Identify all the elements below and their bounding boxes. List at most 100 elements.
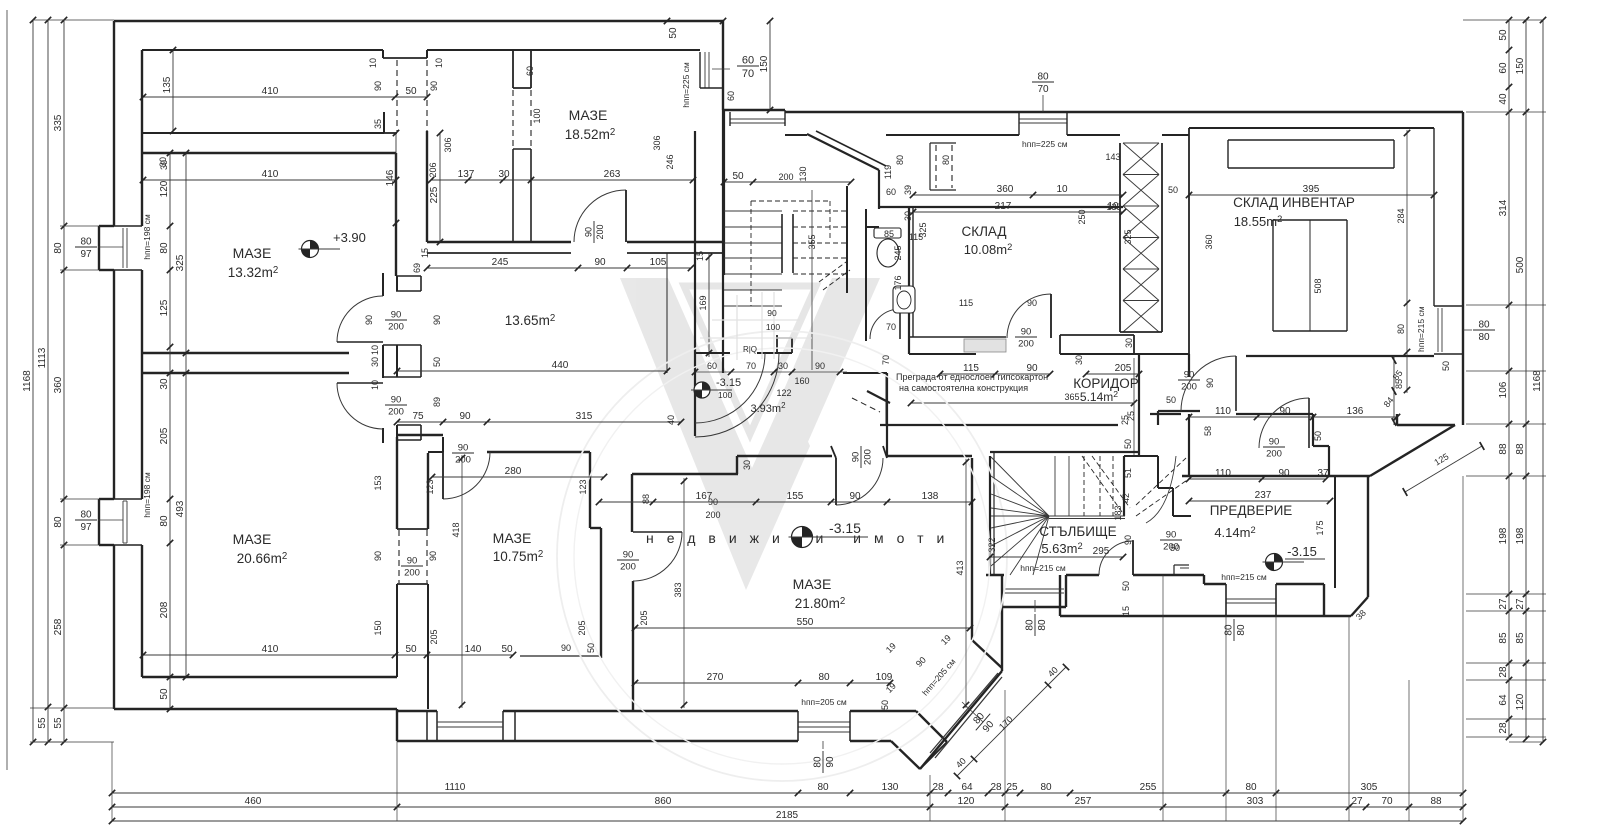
svg-text:80: 80 (1478, 332, 1490, 343)
svg-text:245: 245 (893, 245, 903, 260)
svg-text:1168: 1168 (22, 370, 33, 392)
svg-text:322: 322 (987, 537, 997, 552)
svg-text:325: 325 (175, 254, 186, 271)
svg-text:50: 50 (1121, 581, 1131, 591)
svg-text:250: 250 (1077, 209, 1087, 224)
svg-text:70: 70 (1037, 84, 1049, 95)
svg-text:28: 28 (990, 782, 1002, 793)
svg-text:550: 550 (797, 617, 814, 628)
svg-text:90: 90 (364, 315, 374, 325)
svg-text:133: 133 (1106, 202, 1121, 212)
svg-text:28: 28 (932, 782, 944, 793)
svg-text:70: 70 (886, 322, 896, 332)
svg-text:70: 70 (881, 355, 891, 365)
svg-text:138: 138 (922, 491, 939, 502)
svg-text:90: 90 (594, 257, 606, 268)
svg-text:1110: 1110 (445, 782, 466, 793)
svg-text:115: 115 (959, 298, 973, 308)
svg-text:418: 418 (451, 522, 461, 537)
svg-text:90: 90 (1123, 535, 1133, 545)
svg-text:hпп=225 см: hпп=225 см (1022, 139, 1068, 149)
svg-text:27: 27 (1498, 598, 1509, 610)
svg-text:70: 70 (1381, 796, 1393, 807)
svg-text:303: 303 (1247, 796, 1264, 807)
svg-text:97: 97 (80, 522, 92, 533)
svg-text:25: 25 (1126, 411, 1136, 421)
svg-text:119: 119 (883, 165, 893, 179)
svg-text:90: 90 (623, 550, 634, 561)
svg-text:1113: 1113 (37, 347, 48, 368)
svg-text:90: 90 (849, 491, 861, 502)
svg-text:64: 64 (1498, 694, 1509, 706)
svg-text:90: 90 (1027, 298, 1037, 308)
svg-text:ПРЕДВЕРИЕ: ПРЕДВЕРИЕ (1210, 503, 1293, 518)
svg-text:-3.15: -3.15 (829, 520, 861, 536)
svg-text:80: 80 (80, 237, 92, 248)
svg-text:5.14m2: 5.14m2 (1080, 389, 1118, 404)
svg-text:130: 130 (882, 782, 899, 793)
svg-text:10: 10 (370, 380, 380, 390)
svg-text:90: 90 (391, 395, 402, 406)
svg-text:198: 198 (1498, 527, 1509, 544)
svg-text:50: 50 (1166, 395, 1176, 405)
svg-text:306: 306 (443, 137, 453, 152)
svg-text:205: 205 (577, 620, 587, 635)
svg-text:280: 280 (505, 466, 522, 477)
svg-text:325: 325 (1123, 229, 1133, 244)
svg-text:205: 205 (1115, 363, 1132, 374)
svg-text:10: 10 (370, 345, 380, 355)
svg-text:51: 51 (1123, 468, 1133, 478)
svg-text:100: 100 (766, 322, 780, 332)
svg-text:122: 122 (776, 388, 791, 398)
svg-text:120: 120 (958, 796, 975, 807)
svg-text:80: 80 (1224, 624, 1235, 636)
svg-text:42: 42 (1121, 493, 1131, 503)
svg-text:255: 255 (1140, 782, 1157, 793)
svg-text:60: 60 (1498, 62, 1509, 74)
svg-text:200: 200 (595, 224, 605, 239)
svg-text:200: 200 (404, 568, 420, 579)
svg-text:305: 305 (1361, 782, 1378, 793)
svg-text:115: 115 (963, 363, 979, 374)
svg-text:90: 90 (428, 551, 438, 561)
svg-text:410: 410 (262, 169, 279, 180)
svg-text:50: 50 (668, 27, 679, 39)
svg-text:80: 80 (80, 510, 92, 521)
svg-text:183: 183 (1113, 505, 1123, 520)
svg-text:383: 383 (673, 582, 683, 597)
svg-text:80: 80 (813, 756, 824, 768)
svg-text:395: 395 (1303, 184, 1320, 195)
svg-text:30: 30 (1074, 355, 1084, 365)
svg-text:СКЛАД ИНВЕНТАР: СКЛАД ИНВЕНТАР (1233, 195, 1355, 210)
svg-text:10: 10 (434, 58, 444, 68)
svg-text:-3.15: -3.15 (1287, 544, 1317, 559)
svg-text:245: 245 (492, 257, 509, 268)
svg-text:20.66m2: 20.66m2 (237, 551, 287, 566)
svg-text:85: 85 (1394, 379, 1404, 389)
svg-text:258: 258 (53, 618, 64, 635)
svg-text:90: 90 (429, 81, 439, 91)
svg-text:60: 60 (886, 187, 896, 197)
svg-text:60: 60 (726, 91, 736, 101)
svg-text:206: 206 (428, 162, 438, 177)
svg-text:140: 140 (465, 644, 482, 655)
svg-text:15: 15 (420, 248, 430, 258)
svg-text:60: 60 (525, 66, 535, 76)
svg-text:13.65m2: 13.65m2 (505, 313, 555, 328)
svg-text:18.55m2: 18.55m2 (1234, 214, 1283, 229)
svg-text:315: 315 (576, 411, 593, 422)
svg-text:355: 355 (807, 234, 817, 249)
svg-text:21.80m2: 21.80m2 (795, 596, 845, 611)
svg-text:325: 325 (918, 222, 928, 237)
svg-text:10.08m2: 10.08m2 (964, 242, 1013, 257)
svg-text:88: 88 (1515, 443, 1526, 455)
svg-text:15: 15 (695, 251, 705, 261)
svg-text:284: 284 (1396, 208, 1406, 223)
svg-text:80: 80 (817, 782, 829, 793)
svg-text:123: 123 (578, 479, 588, 494)
svg-text:37: 37 (1317, 468, 1329, 479)
svg-text:200: 200 (455, 455, 471, 466)
svg-text:80: 80 (1037, 72, 1049, 83)
svg-text:90: 90 (1184, 370, 1195, 381)
svg-text:155: 155 (787, 491, 804, 502)
